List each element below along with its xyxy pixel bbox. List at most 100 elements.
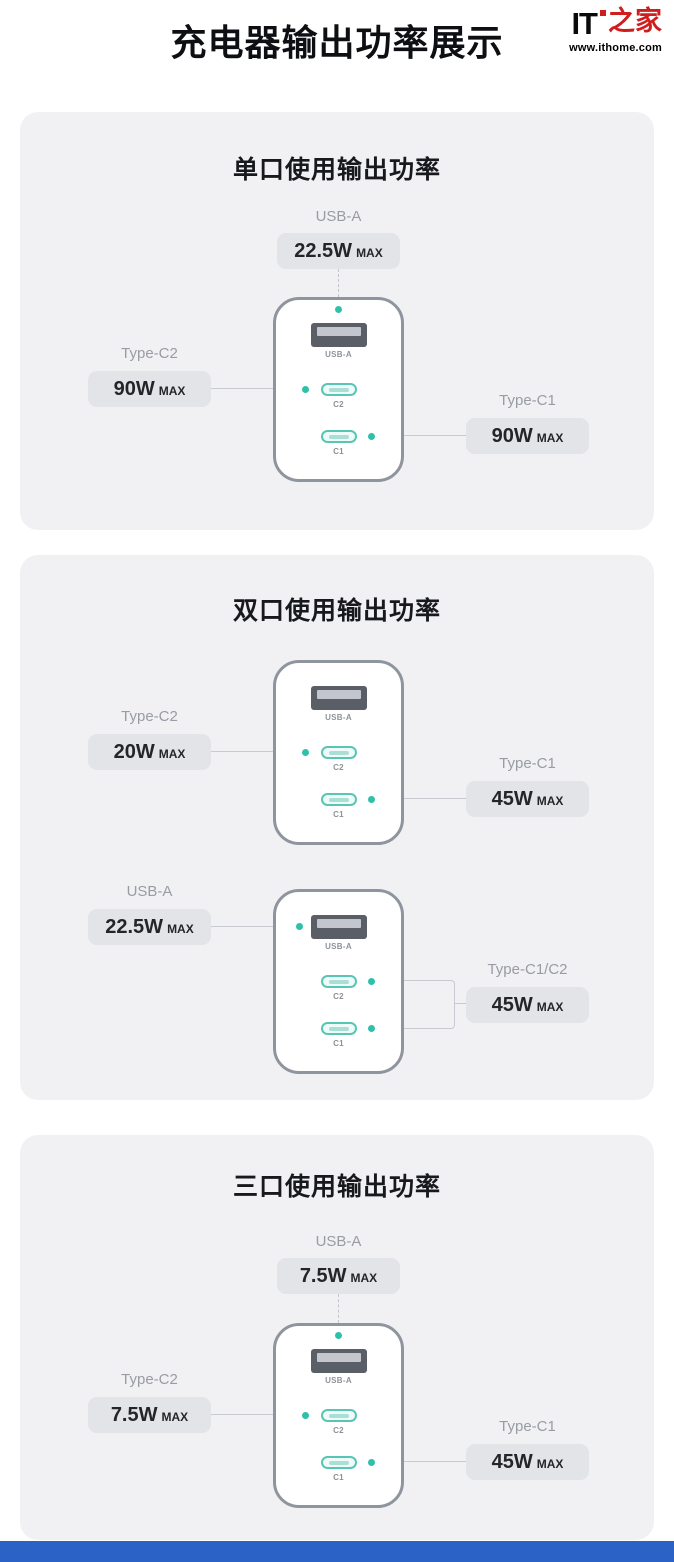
power-badge: 20W MAX [88, 734, 211, 770]
c2-port-label: C2 [333, 1426, 344, 1435]
connection-dot [302, 749, 309, 756]
usb-a-port [310, 915, 367, 939]
connector-line [404, 435, 466, 436]
power-badge: 45W MAX [466, 987, 589, 1023]
usb-a-port-label: USB-A [325, 1376, 352, 1385]
c2-port-label: C2 [333, 763, 344, 772]
usb-a-slot [316, 327, 361, 336]
port-name-label: USB-A [315, 208, 362, 225]
max-label: MAX [158, 384, 186, 398]
type-c-pin [328, 797, 349, 802]
connector-line [211, 388, 273, 389]
usb-a-slot [316, 690, 361, 699]
type-c-pin [328, 387, 349, 392]
max-label: MAX [536, 1457, 564, 1471]
connector-line [338, 1294, 339, 1323]
connector-line [338, 269, 339, 297]
page-title: 充电器输出功率展示 [170, 22, 504, 63]
power-badge: 7.5W MAX [88, 1397, 211, 1433]
type-c1-port [320, 1456, 357, 1469]
port-name-label: USB-A [126, 883, 173, 900]
connector-line [454, 1003, 466, 1004]
footer-bar [0, 1541, 674, 1562]
port-name-label: Type-C2 [121, 345, 178, 362]
power-badge: 22.5W MAX [88, 909, 211, 945]
c1-port-label: C1 [333, 1473, 344, 1482]
max-label: MAX [167, 922, 194, 936]
type-c1-port [320, 793, 357, 806]
port-name-label: Type-C1/C2 [487, 961, 568, 978]
max-label: MAX [350, 1271, 378, 1285]
charger-device: USB-A C2 C1 [273, 1323, 404, 1508]
type-c-pin [328, 1026, 349, 1031]
usb-a-port [310, 323, 367, 347]
connection-dot [368, 796, 375, 803]
max-label: MAX [158, 747, 186, 761]
connector-line [211, 926, 273, 927]
connector-bracket [404, 980, 455, 1029]
usb-a-port-label: USB-A [325, 713, 352, 722]
section-title: 双口使用输出功率 [232, 597, 441, 625]
usb-a-port [310, 686, 367, 710]
section-title: 三口使用输出功率 [232, 1173, 441, 1201]
usb-a-slot [316, 1353, 361, 1362]
type-c-pin [328, 750, 349, 755]
usb-a-slot [316, 919, 361, 928]
section-card-triple-port: 三口使用输出功率 USB-A 7.5W MAX Type-C2 7.5W MAX… [20, 1135, 654, 1540]
usb-a-port-label: USB-A [325, 350, 352, 359]
connector-line [211, 751, 273, 752]
connection-dot [335, 306, 342, 313]
power-badge: 90W MAX [88, 371, 211, 407]
c2-port-label: C2 [333, 400, 344, 409]
c1-port-label: C1 [333, 1039, 344, 1048]
connection-dot [368, 433, 375, 440]
charger-device: USB-A C2 C1 [273, 889, 404, 1074]
power-value: 90W [113, 377, 155, 400]
power-value: 20W [113, 740, 155, 763]
max-label: MAX [161, 1410, 189, 1424]
section-card-dual-port: 双口使用输出功率 Type-C2 20W MAX Type-C1 45W MAX… [20, 555, 654, 1100]
power-badge: 7.5W MAX [277, 1258, 400, 1294]
logo-url: www.ithome.com [569, 42, 662, 54]
connector-line [404, 1461, 466, 1462]
c1-port-label: C1 [333, 447, 344, 456]
port-name-label: Type-C1 [499, 392, 556, 409]
logo-it-text: IT [571, 6, 598, 41]
connection-dot [335, 1332, 342, 1339]
max-label: MAX [536, 1000, 564, 1014]
usb-a-port-label: USB-A [325, 942, 352, 951]
max-label: MAX [536, 431, 564, 445]
port-name-label: Type-C2 [121, 1371, 178, 1388]
power-value: 90W [491, 424, 533, 447]
usb-a-port [310, 1349, 367, 1373]
connection-dot [368, 978, 375, 985]
ithome-logo: IT 之家 www.ithome.com [569, 6, 662, 55]
type-c2-port [320, 1409, 357, 1422]
c2-port-label: C2 [333, 992, 344, 1001]
power-value: 22.5W [294, 239, 353, 262]
type-c-pin [328, 434, 349, 439]
type-c2-port [320, 746, 357, 759]
connector-line [211, 1414, 273, 1415]
section-title: 单口使用输出功率 [232, 156, 441, 184]
type-c2-port [320, 383, 357, 396]
charger-device: USB-A C2 C1 [273, 660, 404, 845]
type-c1-port [320, 430, 357, 443]
charger-device: USB-A C2 C1 [273, 297, 404, 482]
port-name-label: Type-C2 [121, 708, 178, 725]
power-value: 7.5W [299, 1264, 347, 1287]
power-badge: 90W MAX [466, 418, 589, 454]
max-label: MAX [536, 794, 564, 808]
connection-dot [296, 923, 303, 930]
power-value: 22.5W [105, 915, 164, 938]
port-name-label: Type-C1 [499, 1418, 556, 1435]
power-value: 45W [491, 787, 533, 810]
power-badge: 45W MAX [466, 1444, 589, 1480]
power-badge: 45W MAX [466, 781, 589, 817]
connection-dot [368, 1459, 375, 1466]
logo-red-square-icon [600, 10, 606, 16]
max-label: MAX [356, 246, 383, 260]
port-name-label: USB-A [315, 1233, 362, 1250]
c1-port-label: C1 [333, 810, 344, 819]
type-c-pin [328, 1460, 349, 1465]
